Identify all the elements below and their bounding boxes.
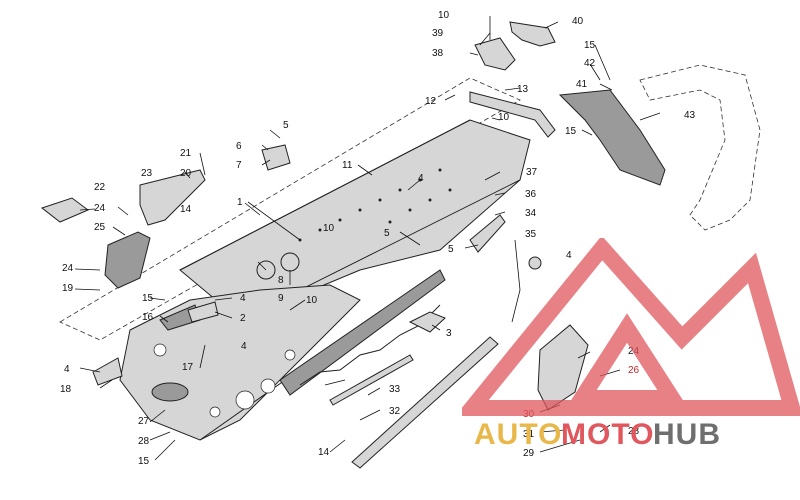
callout-c9: 9 — [278, 293, 284, 304]
callout-c11: 11 — [342, 160, 353, 171]
callout-c24a: 24 — [94, 203, 106, 214]
callout-c14b: 14 — [318, 447, 330, 458]
callout-c38: 38 — [432, 48, 444, 59]
callout-c27: 27 — [138, 416, 150, 427]
callout-c10c: 10 — [323, 223, 335, 234]
callout-c15b: 15 — [565, 126, 577, 137]
callout-c1: 1 — [237, 197, 243, 208]
callout-c41: 41 — [576, 79, 588, 90]
callout-c25: 25 — [94, 222, 106, 233]
callout-c4c: 4 — [240, 293, 246, 304]
grommet-9 — [280, 252, 300, 272]
callout-c37: 37 — [526, 167, 538, 178]
callout-c5b: 5 — [384, 228, 390, 239]
callout-c5a: 5 — [283, 120, 289, 131]
bracket-30 — [537, 324, 589, 411]
chain-35 — [511, 239, 521, 323]
callout-c2: 2 — [240, 313, 246, 324]
rear-bumper — [639, 64, 761, 231]
callout-c42: 42 — [584, 58, 596, 69]
bracket-3 — [408, 311, 446, 333]
side-grille — [104, 231, 151, 289]
callout-c31: 31 — [523, 429, 535, 440]
assembly-envelope — [59, 77, 521, 341]
callout-c29: 29 — [523, 448, 535, 459]
tube-32 — [351, 336, 499, 469]
callout-c22: 22 — [94, 182, 106, 193]
callout-c40: 40 — [572, 16, 584, 27]
callout-c16: 16 — [142, 312, 154, 323]
tether-bracket — [474, 37, 516, 71]
top-bracket — [509, 21, 556, 47]
callout-c18: 18 — [60, 384, 72, 395]
callout-c24b: 24 — [62, 263, 74, 274]
callout-c7: 7 — [236, 160, 242, 171]
callout-c4e: 4 — [64, 364, 70, 375]
leader-lines — [74, 16, 661, 461]
bracket-18 — [92, 357, 123, 386]
callout-c10b: 10 — [498, 112, 510, 123]
watermark-auto: AUTO — [474, 418, 563, 451]
bracket-34 — [469, 214, 506, 253]
callout-c13: 13 — [517, 84, 529, 95]
snow-flap — [558, 89, 666, 186]
callout-c21: 21 — [180, 148, 192, 159]
clip-35 — [528, 256, 542, 270]
front-bulkhead — [119, 284, 421, 441]
callout-c14a: 14 — [180, 204, 192, 215]
callout-c28b: 28 — [628, 426, 640, 437]
callout-c15d: 15 — [138, 456, 150, 467]
callout-c39: 39 — [432, 28, 444, 39]
callout-c43: 43 — [684, 110, 696, 121]
plate-2 — [187, 301, 219, 323]
callout-c34: 34 — [525, 208, 537, 219]
logo-triangles-icon — [462, 238, 800, 416]
callout-c3: 3 — [446, 328, 452, 339]
callout-c5c: 5 — [448, 244, 454, 255]
callout-c4d: 4 — [241, 341, 247, 352]
callout-c35: 35 — [525, 229, 537, 240]
watermark-hub: HUB — [653, 418, 721, 451]
pad-27 — [151, 382, 189, 402]
tube-33 — [329, 354, 414, 406]
callout-c4b: 4 — [566, 250, 572, 261]
callout-c32: 32 — [389, 406, 401, 417]
callout-c8: 8 — [278, 275, 284, 286]
callout-c33: 33 — [389, 384, 401, 395]
rear-brace — [469, 91, 556, 138]
callout-c6: 6 — [236, 141, 242, 152]
automotohub-logo — [462, 238, 800, 416]
callout-c23: 23 — [141, 168, 153, 179]
mount-bracket-7 — [261, 144, 291, 171]
callout-c36: 36 — [525, 189, 537, 200]
callout-c19: 19 — [62, 283, 74, 294]
side-rail — [279, 269, 446, 396]
step-plate — [40, 197, 89, 223]
callout-c28a: 28 — [138, 436, 150, 447]
callout-c12: 12 — [425, 96, 437, 107]
callout-c26: 26 — [628, 365, 640, 376]
footrest-bracket — [139, 169, 206, 226]
callout-c15c: 15 — [142, 293, 154, 304]
callout-c4a: 4 — [418, 173, 424, 184]
callout-c17: 17 — [182, 362, 194, 373]
watermark-moto: MOTO — [561, 418, 655, 451]
callout-c20: 20 — [180, 168, 192, 179]
callout-c10a: 10 — [438, 10, 450, 21]
callout-c10d: 10 — [306, 295, 318, 306]
callout-c15a: 15 — [584, 40, 596, 51]
